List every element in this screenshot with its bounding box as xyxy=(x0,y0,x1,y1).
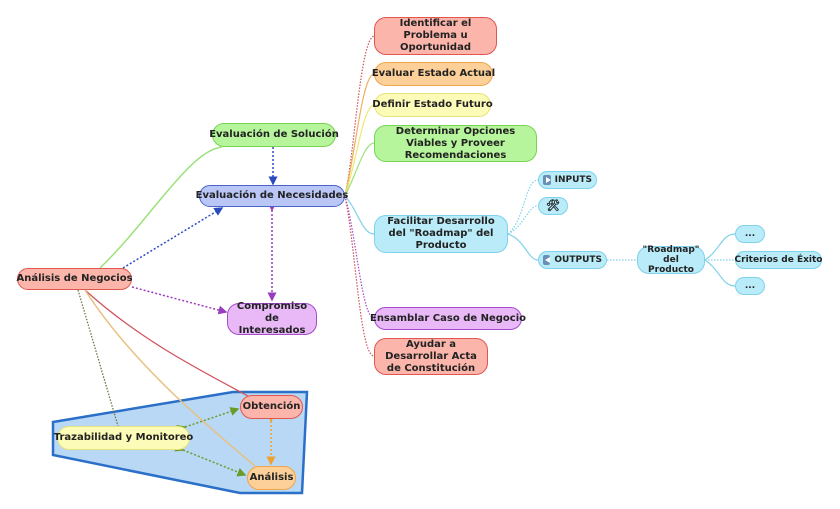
tools-icon[interactable]: 🛠 xyxy=(538,197,568,215)
back-icon xyxy=(543,255,551,265)
task-determinar-opciones[interactable]: Determinar Opciones Viables y Proveer Re… xyxy=(374,125,537,162)
central-node[interactable]: Análisis de Negocios xyxy=(16,268,133,290)
node-inputs[interactable]: INPUTS xyxy=(538,171,597,189)
node-ellipsis-2[interactable]: ... xyxy=(735,277,765,295)
node-roadmap[interactable]: "Roadmap" del Producto xyxy=(637,245,705,275)
task-identificar[interactable]: Identificar el Problema u Oportunidad xyxy=(374,17,497,55)
task-ensamblar[interactable]: Ensamblar Caso de Negocio xyxy=(370,307,526,330)
task-evaluar-estado[interactable]: Evaluar Estado Actual xyxy=(372,62,495,86)
task-ayudar-acta[interactable]: Ayudar a Desarrollar Acta de Constitució… xyxy=(374,338,488,375)
play-icon xyxy=(543,175,551,185)
node-ellipsis-1[interactable]: ... xyxy=(735,225,765,243)
node-obtencion[interactable]: Obtención xyxy=(240,395,303,419)
task-facilitar-roadmap[interactable]: Facilitar Desarrollo del "Roadmap" del P… xyxy=(374,215,508,253)
node-outputs[interactable]: OUTPUTS xyxy=(538,251,607,269)
outputs-label: OUTPUTS xyxy=(554,255,602,265)
node-evaluacion-solucion[interactable]: Evaluación de Solución xyxy=(209,123,339,147)
inputs-label: INPUTS xyxy=(554,175,592,185)
task-definir-estado[interactable]: Definir Estado Futuro xyxy=(372,93,493,117)
node-criterios-exito[interactable]: Criterios de Éxito xyxy=(735,251,822,269)
node-evaluacion-necesidades[interactable]: Evaluación de Necesidades xyxy=(196,185,348,207)
node-compromiso[interactable]: Compromiso de Interesados xyxy=(227,301,317,336)
node-analisis[interactable]: Análisis xyxy=(247,466,296,490)
node-trazabilidad[interactable]: Trazabilidad y Monitoreo xyxy=(54,426,193,450)
